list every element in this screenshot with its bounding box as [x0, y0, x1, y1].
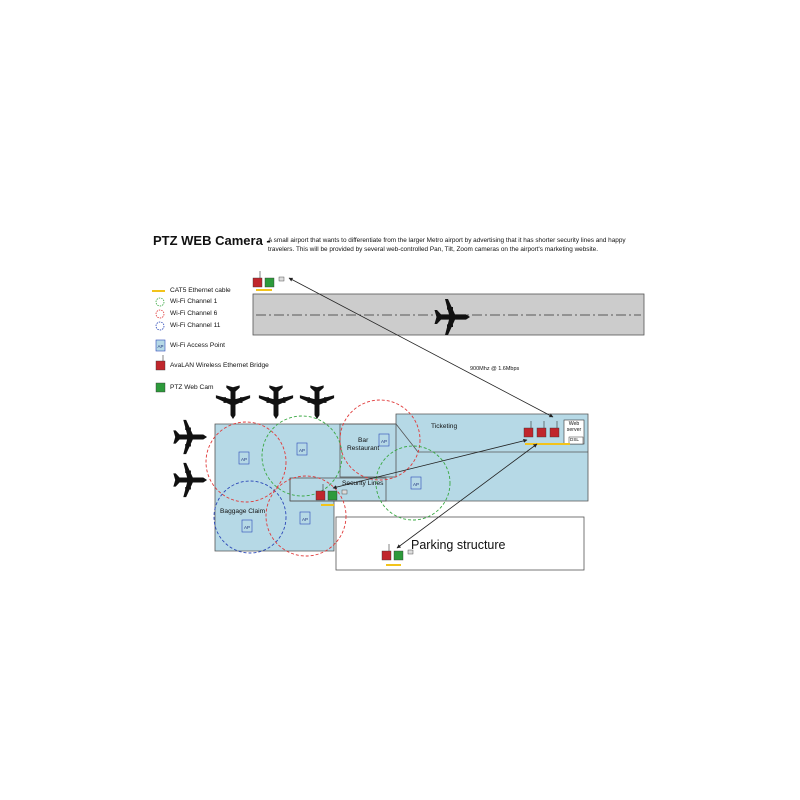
- ap-badge: AP: [157, 344, 164, 349]
- dsl-label: DSL: [570, 437, 579, 442]
- bar-restaurant-label: Bar Restaurant: [347, 437, 380, 452]
- ap-badge: AP: [298, 448, 305, 453]
- ptz-web-cam-icon: [393, 550, 404, 561]
- ticketing-label: Ticketing: [431, 423, 458, 430]
- legend-ch6-swatch: [155, 309, 165, 319]
- antenna-icon: [162, 271, 558, 551]
- wireless-bridge-icon: [315, 490, 326, 501]
- wireless-link: [396, 443, 538, 549]
- device-icon: [407, 549, 414, 555]
- wireless-bridge-icon: [523, 427, 534, 438]
- web-server-label: Web server: [566, 421, 582, 433]
- legend-cam-label: PTZ Web Cam: [170, 384, 214, 391]
- wireless-bridge-icon: [381, 550, 392, 561]
- legend-ch6-label: Wi-Fi Channel 6: [170, 310, 218, 317]
- ap-badge: AP: [412, 482, 419, 487]
- wireless-bridge-icon: [252, 277, 263, 288]
- airplane-icon: [173, 419, 208, 455]
- legend-ch1-label: Wi-Fi Channel 1: [170, 298, 218, 305]
- baggage-claim-label: Baggage Claim: [220, 508, 266, 515]
- wifi-coverage-ch6: [265, 475, 347, 557]
- wireless-bridge-icon: [155, 360, 166, 371]
- security-lines-label: Security Lines: [342, 480, 384, 487]
- legend-cable-label: CAT5 Ethernet cable: [170, 287, 231, 294]
- legend-bridge-label: AvaLAN Wireless Ethernet Bridge: [170, 362, 269, 369]
- access-point-icon: [155, 339, 422, 533]
- wireless-bridge-icon: [549, 427, 560, 438]
- parking-structure-label: Parking structure: [411, 538, 506, 552]
- device-icon: [341, 489, 348, 495]
- ptz-web-cam-icon: [264, 277, 275, 288]
- airplane-icon: [258, 385, 294, 420]
- ap-badge: AP: [240, 457, 247, 462]
- dsl-box: [568, 436, 584, 445]
- ptz-web-cam-icon: [327, 490, 338, 501]
- airplane-icon: [215, 385, 251, 420]
- airplane-icon: [173, 462, 208, 498]
- device-icon: [278, 276, 285, 282]
- legend-ch11-swatch: [155, 321, 165, 331]
- ap-badge: AP: [243, 525, 250, 530]
- ptz-web-cam-icon: [155, 382, 166, 393]
- diagram-title: PTZ WEB Camera -: [153, 233, 271, 248]
- wireless-bridge-icon: [536, 427, 547, 438]
- ap-badge: AP: [380, 439, 387, 444]
- legend-ch11-label: Wi-Fi Channel 11: [170, 322, 221, 329]
- diagram-description: A small airport that wants to differenti…: [268, 237, 626, 253]
- wifi-coverage-ch11: [213, 480, 287, 554]
- wireless-link: [288, 277, 554, 418]
- wireless-link-label: 900Mhz @ 1.6Mbps: [470, 366, 520, 372]
- ap-badge: AP: [301, 517, 308, 522]
- legend-ch1-swatch: [155, 297, 165, 307]
- wifi-coverage-ch6: [205, 421, 287, 503]
- legend-ap-label: Wi-Fi Access Point: [170, 342, 225, 349]
- airplane-icon: [299, 385, 335, 420]
